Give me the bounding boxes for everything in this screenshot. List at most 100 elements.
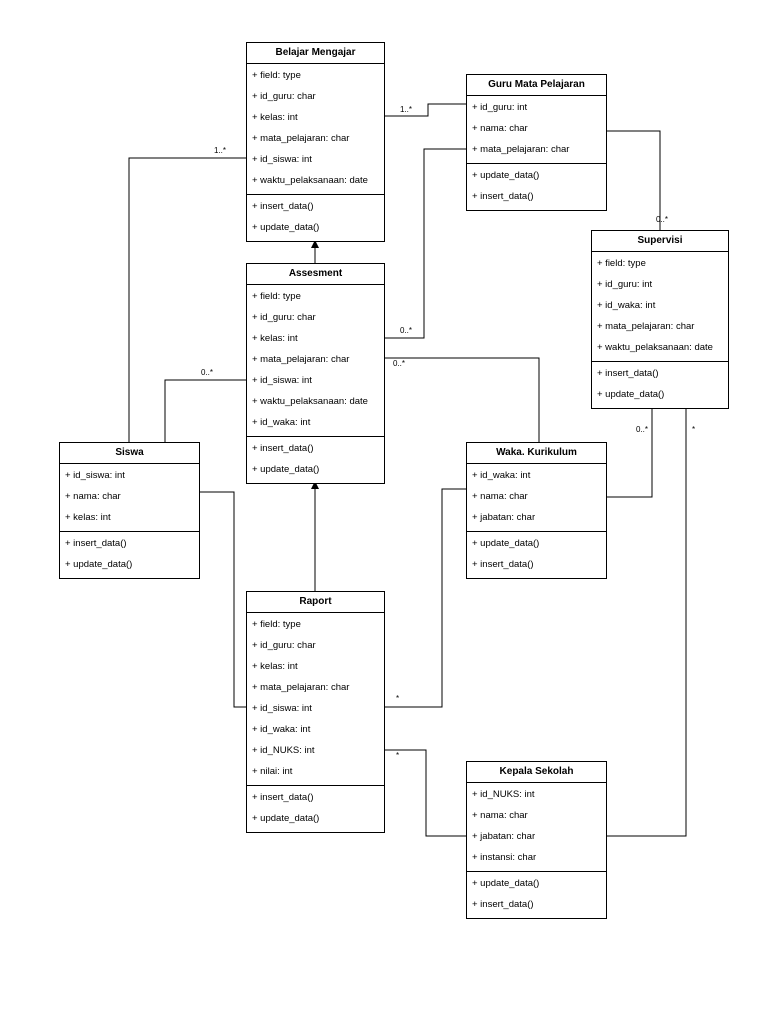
assoc-guru-supervisi bbox=[607, 130, 661, 230]
assoc-siswa-raport bbox=[199, 491, 246, 708]
attribute: + id_NUKS: int bbox=[472, 789, 535, 800]
attribute: + id_waka: int bbox=[252, 724, 311, 735]
methods-section: + insert_data() + update_data() bbox=[592, 361, 728, 408]
class-supervisi[interactable]: Supervisi + field: type + id_guru: int +… bbox=[591, 230, 729, 409]
attribute: + jabatan: char bbox=[472, 512, 536, 523]
method: + update_data() bbox=[472, 878, 540, 889]
method: + update_data() bbox=[252, 464, 320, 475]
attribute: + id_guru: char bbox=[252, 640, 316, 651]
class-title: Supervisi bbox=[592, 231, 728, 252]
mult-kepala-supervisi: * bbox=[692, 425, 695, 434]
mult-siswa-assesment: 0..* bbox=[201, 368, 213, 377]
assoc-waka-assesment bbox=[384, 357, 540, 442]
attributes-section: + id_siswa: int + nama: char + kelas: in… bbox=[60, 464, 199, 531]
method: + insert_data() bbox=[252, 792, 314, 803]
method: + update_data() bbox=[252, 813, 320, 824]
class-title: Raport bbox=[247, 592, 384, 613]
attribute: + id_siswa: int bbox=[252, 154, 312, 165]
attribute: + mata_pelajaran: char bbox=[597, 321, 695, 332]
attribute: + waktu_pelaksanaan: date bbox=[252, 396, 368, 407]
attribute: + field: type bbox=[597, 258, 646, 269]
attribute: + id_siswa: int bbox=[252, 703, 312, 714]
methods-section: + update_data() + insert_data() bbox=[467, 163, 606, 210]
method: + update_data() bbox=[597, 389, 665, 400]
assoc-waka-raport bbox=[384, 488, 466, 708]
mult-siswa-belajar: 1..* bbox=[214, 146, 226, 155]
class-belajar-mengajar[interactable]: Belajar Mengajar + field: type + id_guru… bbox=[246, 42, 385, 242]
attribute: + nama: char bbox=[472, 491, 528, 502]
attribute: + id_waka: int bbox=[472, 470, 531, 481]
mult-waka-assesment: 0..* bbox=[393, 359, 405, 368]
mult-guru-supervisi: 0..* bbox=[656, 215, 668, 224]
attributes-section: + field: type + id_guru: int + id_waka: … bbox=[592, 252, 728, 361]
attribute: + id_guru: int bbox=[472, 102, 528, 113]
attributes-section: + id_guru: int + nama: char + mata_pelaj… bbox=[467, 96, 606, 163]
method: + insert_data() bbox=[472, 191, 534, 202]
method: + insert_data() bbox=[65, 538, 127, 549]
attribute: + nama: char bbox=[472, 810, 528, 821]
class-title: Belajar Mengajar bbox=[247, 43, 384, 64]
mult-guru-belajar: 1..* bbox=[400, 105, 412, 114]
attribute: + id_guru: int bbox=[597, 279, 653, 290]
mult-waka-supervisi: 0..* bbox=[636, 425, 648, 434]
methods-section: + insert_data() + update_data() bbox=[247, 194, 384, 241]
class-title: Kepala Sekolah bbox=[467, 762, 606, 783]
attribute: + jabatan: char bbox=[472, 831, 536, 842]
attributes-section: + field: type + id_guru: char + kelas: i… bbox=[247, 285, 384, 436]
methods-section: + insert_data() + update_data() bbox=[60, 531, 199, 578]
class-waka-kurikulum[interactable]: Waka. Kurikulum + id_waka: int + nama: c… bbox=[466, 442, 607, 579]
attribute: + id_waka: int bbox=[597, 300, 656, 311]
attribute: + nilai: int bbox=[252, 766, 293, 777]
class-guru-mata-pelajaran[interactable]: Guru Mata Pelajaran + id_guru: int + nam… bbox=[466, 74, 607, 211]
attribute: + id_guru: char bbox=[252, 312, 316, 323]
class-title: Waka. Kurikulum bbox=[467, 443, 606, 464]
attributes-section: + id_NUKS: int + nama: char + jabatan: c… bbox=[467, 783, 606, 871]
method: + update_data() bbox=[65, 559, 133, 570]
method: + insert_data() bbox=[472, 899, 534, 910]
method: + insert_data() bbox=[252, 443, 314, 454]
attribute: + nama: char bbox=[65, 491, 121, 502]
assoc-siswa-assesment bbox=[164, 379, 246, 442]
assoc-kepala-raport bbox=[384, 749, 466, 837]
attribute: + instansi: char bbox=[472, 852, 537, 863]
attribute: + mata_pelajaran: char bbox=[472, 144, 570, 155]
method: + update_data() bbox=[472, 170, 540, 181]
class-assesment[interactable]: Assesment + field: type + id_guru: char … bbox=[246, 263, 385, 484]
class-title: Guru Mata Pelajaran bbox=[467, 75, 606, 96]
methods-section: + update_data() + insert_data() bbox=[467, 531, 606, 578]
class-siswa[interactable]: Siswa + id_siswa: int + nama: char + kel… bbox=[59, 442, 200, 579]
attribute: + mata_pelajaran: char bbox=[252, 354, 350, 365]
attribute: + waktu_pelaksanaan: date bbox=[597, 342, 713, 353]
attribute: + nama: char bbox=[472, 123, 528, 134]
attribute: + mata_pelajaran: char bbox=[252, 682, 350, 693]
assoc-kepala-supervisi bbox=[607, 408, 687, 837]
assoc-guru-belajar bbox=[384, 103, 466, 117]
mult-guru-assesment: 0..* bbox=[400, 326, 412, 335]
attribute: + id_guru: char bbox=[252, 91, 316, 102]
method: + update_data() bbox=[252, 222, 320, 233]
attribute: + id_siswa: int bbox=[65, 470, 125, 481]
assoc-guru-assesment bbox=[384, 148, 466, 339]
attributes-section: + id_waka: int + nama: char + jabatan: c… bbox=[467, 464, 606, 531]
class-raport[interactable]: Raport + field: type + id_guru: char + k… bbox=[246, 591, 385, 833]
methods-section: + insert_data() + update_data() bbox=[247, 785, 384, 832]
attribute: + kelas: int bbox=[252, 661, 298, 672]
method: + insert_data() bbox=[597, 368, 659, 379]
methods-section: + update_data() + insert_data() bbox=[467, 871, 606, 918]
attribute: + mata_pelajaran: char bbox=[252, 133, 350, 144]
class-title: Siswa bbox=[60, 443, 199, 464]
attributes-section: + field: type + id_guru: char + kelas: i… bbox=[247, 613, 384, 785]
attribute: + kelas: int bbox=[65, 512, 111, 523]
attribute: + kelas: int bbox=[252, 112, 298, 123]
attribute: + id_NUKS: int bbox=[252, 745, 315, 756]
class-kepala-sekolah[interactable]: Kepala Sekolah + id_NUKS: int + nama: ch… bbox=[466, 761, 607, 919]
attribute: + field: type bbox=[252, 291, 301, 302]
mult-kepala-raport: * bbox=[396, 751, 399, 760]
attribute: + waktu_pelaksanaan: date bbox=[252, 175, 368, 186]
method: + insert_data() bbox=[472, 559, 534, 570]
assoc-siswa-belajar bbox=[128, 157, 246, 442]
assoc-waka-supervisi bbox=[607, 408, 653, 498]
attribute: + kelas: int bbox=[252, 333, 298, 344]
attribute: + field: type bbox=[252, 619, 301, 630]
